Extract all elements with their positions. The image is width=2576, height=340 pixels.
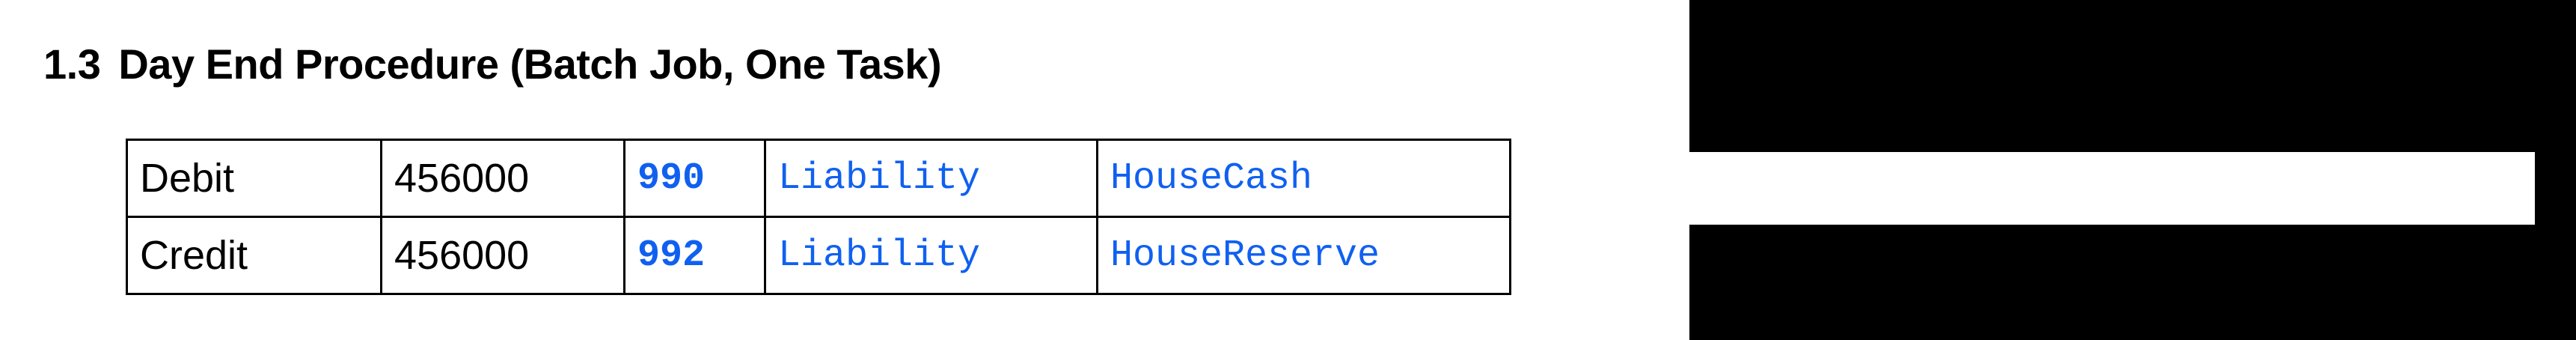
accounts-table: 990 Liability HouseCash 992 Liability Ho… [623,139,1511,295]
account-number: 990 [623,139,766,218]
account-name: HouseReserve [1096,216,1511,295]
table-row: Credit 456000 [126,216,640,295]
redaction-block-right-edge [2535,152,2576,225]
table-row: 990 Liability HouseCash [623,139,1511,218]
redaction-block-top [1689,0,2576,152]
table-row: Debit 456000 [126,139,640,218]
amount-side-label: Debit [126,139,382,218]
amount-value: 456000 [380,139,640,218]
table-row: 992 Liability HouseReserve [623,216,1511,295]
amounts-table: Debit 456000 Credit 456000 [126,139,640,295]
amount-side-label: Credit [126,216,382,295]
amount-value: 456000 [380,216,640,295]
section-number: 1.3 [43,40,101,88]
account-name: HouseCash [1096,139,1511,218]
account-type: Liability [764,216,1098,295]
page-title: 1.3 Day End Procedure (Batch Job, One Ta… [43,40,942,88]
account-type: Liability [764,139,1098,218]
account-number: 992 [623,216,766,295]
redaction-block-bottom [1689,225,2576,340]
section-title-text: Day End Procedure (Batch Job, One Task) [118,40,942,88]
